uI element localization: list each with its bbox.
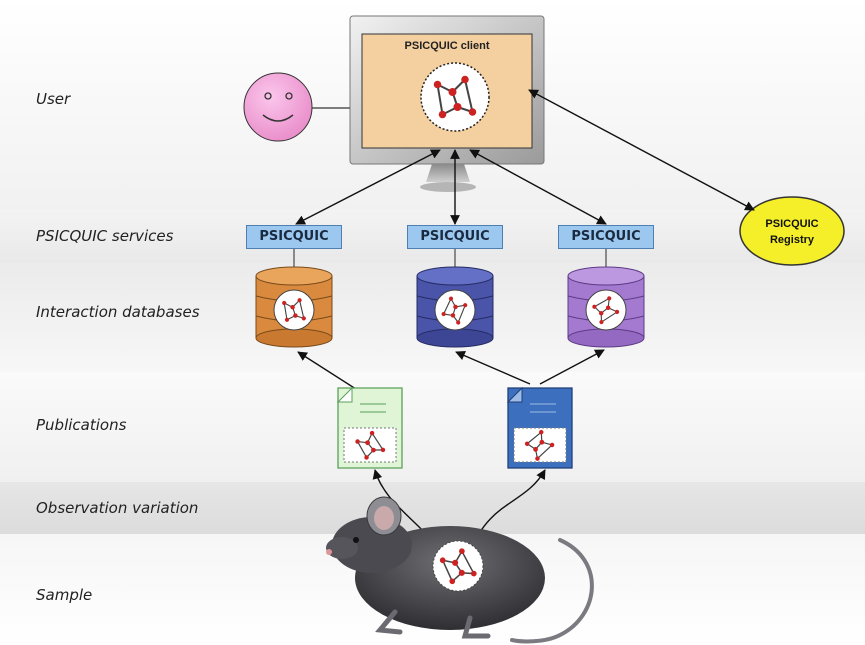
- arrow-client-registry: [528, 89, 755, 211]
- band-publications: [0, 372, 865, 482]
- arrow-client-service-1: [295, 149, 441, 225]
- registry-ellipse: [739, 196, 845, 266]
- database-purple-icon: [567, 266, 645, 348]
- layer-label-user: User: [36, 90, 71, 108]
- database-blue-icon: [416, 266, 494, 348]
- user-face-icon: [243, 72, 350, 142]
- layer-label-observation: Observation variation: [36, 499, 199, 517]
- database-orange-icon: [255, 266, 333, 348]
- service-box-3: PSICQUIC: [558, 225, 654, 249]
- client-title: PSICQUIC client: [404, 40, 490, 52]
- layer-label-sample: Sample: [36, 586, 93, 604]
- sample-network-icon: [432, 540, 484, 592]
- publication-blue-icon: [506, 386, 573, 469]
- band-observation: [0, 482, 865, 534]
- client-network-icon: [420, 62, 490, 132]
- registry-label: PSICQUIC Registry: [740, 216, 844, 248]
- publication-green-icon: [336, 386, 403, 469]
- service-box-1: PSICQUIC: [246, 225, 342, 249]
- registry-label-line1: PSICQUIC: [765, 218, 819, 230]
- layer-label-publications: Publications: [36, 416, 127, 434]
- layer-label-databases: Interaction databases: [36, 303, 200, 321]
- arrow-pub2-db2: [455, 351, 531, 385]
- arrow-client-service-3: [469, 149, 607, 225]
- registry-label-line2: Registry: [769, 234, 815, 246]
- layer-label-services: PSICQUIC services: [36, 227, 174, 245]
- service-box-2: PSICQUIC: [407, 225, 503, 249]
- arrow-pub2-db3: [539, 349, 605, 385]
